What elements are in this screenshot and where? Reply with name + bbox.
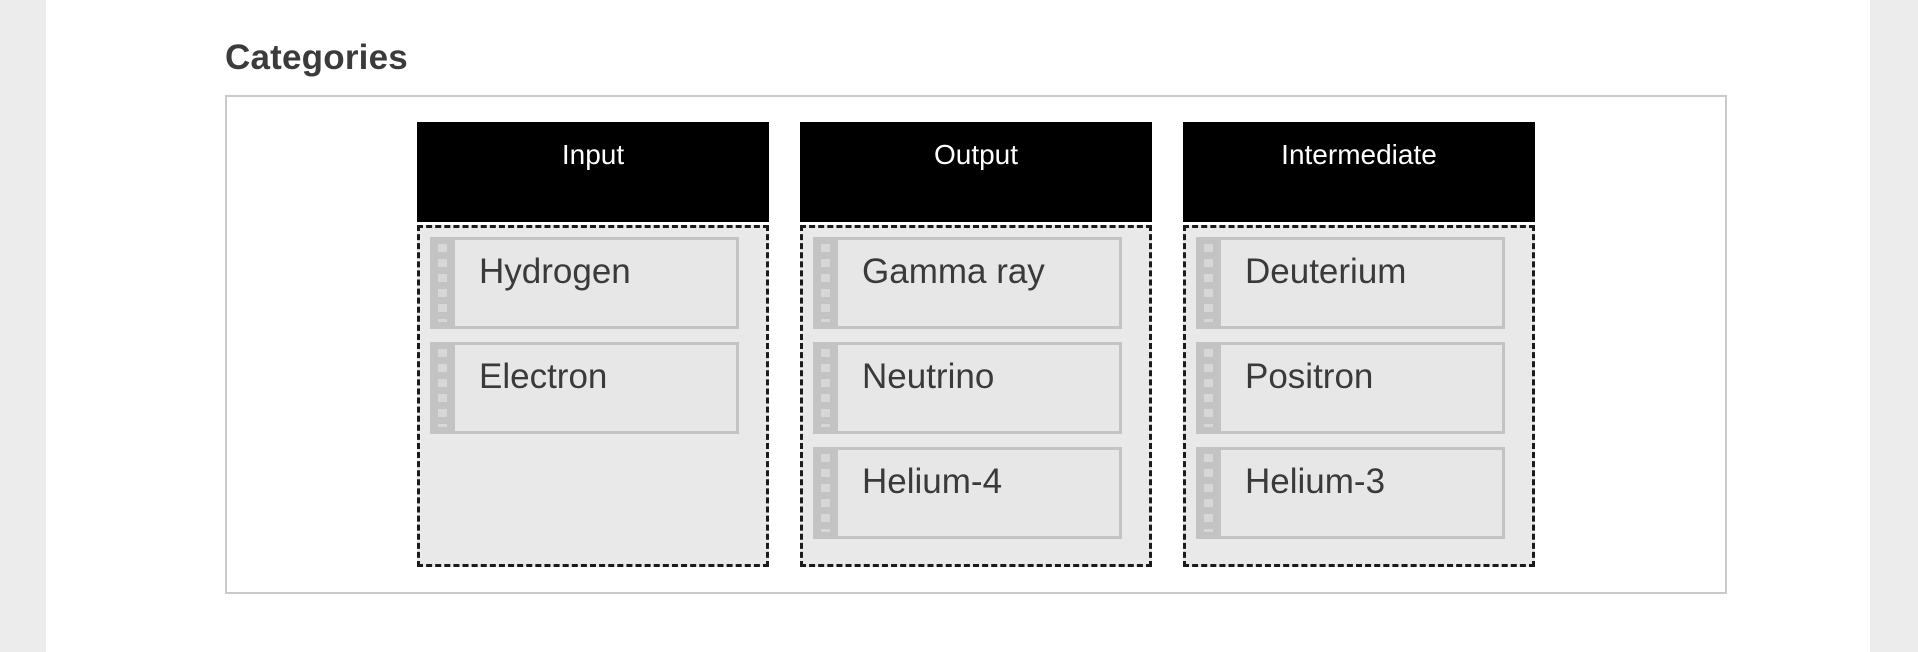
item-label: Helium-4 — [838, 450, 1119, 536]
item-label: Positron — [1221, 345, 1502, 431]
category-header-label: Input — [561, 139, 625, 170]
item-label: Hydrogen — [455, 240, 736, 326]
category-header: Input — [417, 122, 769, 222]
draggable-item-card-electron[interactable]: Electron — [430, 342, 739, 434]
item-label: Electron — [455, 345, 736, 431]
drag-handle-icon[interactable] — [813, 450, 838, 536]
drag-handle-icon[interactable] — [813, 345, 838, 431]
item-label: Deuterium — [1221, 240, 1502, 326]
drag-handle-icon[interactable] — [430, 240, 455, 326]
content-panel: Categories Input Hydrogen Electron Outpu… — [46, 0, 1870, 652]
item-label: Helium-3 — [1221, 450, 1502, 536]
page-title: Categories — [225, 38, 408, 77]
draggable-item-card-positron[interactable]: Positron — [1196, 342, 1505, 434]
category-dropzone-output[interactable]: Gamma ray Neutrino Helium-4 — [800, 225, 1152, 567]
drag-handle-icon[interactable] — [813, 240, 838, 326]
draggable-item-card-helium-4[interactable]: Helium-4 — [813, 447, 1122, 539]
category-header: Output — [800, 122, 1152, 222]
draggable-item-card-deuterium[interactable]: Deuterium — [1196, 237, 1505, 329]
category-column-intermediate: Intermediate Deuterium Positron Helium-3 — [1183, 122, 1535, 567]
draggable-item-card-neutrino[interactable]: Neutrino — [813, 342, 1122, 434]
categories-box: Input Hydrogen Electron Output Gamma ray… — [225, 95, 1727, 594]
category-header: Intermediate — [1183, 122, 1535, 222]
category-column-output: Output Gamma ray Neutrino Helium-4 — [800, 122, 1152, 567]
category-dropzone-input[interactable]: Hydrogen Electron — [417, 225, 769, 567]
drag-handle-icon[interactable] — [1196, 450, 1221, 536]
item-label: Gamma ray — [838, 240, 1119, 326]
drag-handle-icon[interactable] — [1196, 240, 1221, 326]
draggable-item-card-helium-3[interactable]: Helium-3 — [1196, 447, 1505, 539]
category-header-label: Output — [933, 139, 1019, 170]
draggable-item-card-gamma-ray[interactable]: Gamma ray — [813, 237, 1122, 329]
item-label: Neutrino — [838, 345, 1119, 431]
draggable-item-card-hydrogen[interactable]: Hydrogen — [430, 237, 739, 329]
drag-handle-icon[interactable] — [1196, 345, 1221, 431]
category-dropzone-intermediate[interactable]: Deuterium Positron Helium-3 — [1183, 225, 1535, 567]
category-header-label: Intermediate — [1281, 139, 1437, 170]
category-column-input: Input Hydrogen Electron — [417, 122, 769, 567]
drag-handle-icon[interactable] — [430, 345, 455, 431]
